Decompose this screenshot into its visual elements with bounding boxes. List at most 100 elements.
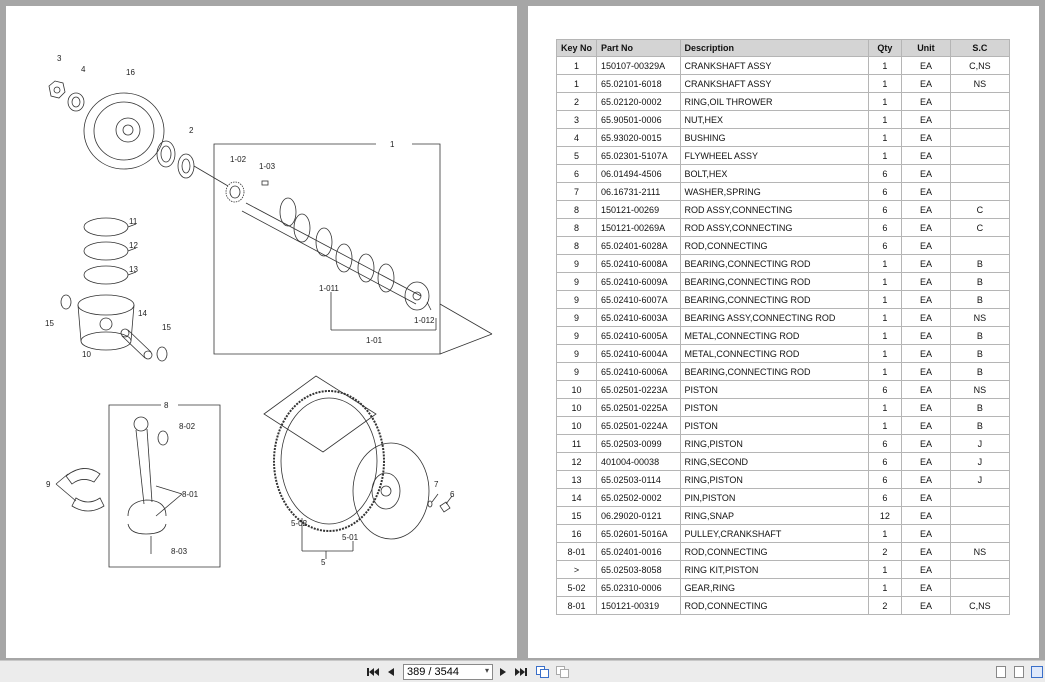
callout-1-03: 1-03 — [259, 162, 276, 171]
cell-qty: 1 — [867, 146, 903, 165]
cell-description: ROD ASSY,CONNECTING — [679, 218, 869, 237]
cell-unit: EA — [901, 74, 951, 93]
cell-sc — [949, 92, 1011, 111]
cell-qty: 1 — [867, 290, 903, 309]
cell-key-no: > — [555, 560, 598, 579]
cell-qty: 1 — [867, 56, 903, 75]
cell-description: CRANKSHAFT ASSY — [679, 56, 869, 75]
cell-sc: B — [949, 344, 1011, 363]
cell-sc: B — [949, 290, 1011, 309]
cell-key-no: 8 — [555, 236, 598, 255]
cell-key-no: 9 — [555, 254, 598, 273]
cell-part-no: 65.02501-0225A — [596, 398, 681, 417]
cell-sc — [949, 506, 1011, 525]
cell-key-no: 9 — [555, 272, 598, 291]
page-number-input[interactable]: 389 / 3544 ▾ — [403, 664, 493, 680]
cell-qty: 6 — [867, 182, 903, 201]
cell-key-no: 9 — [555, 362, 598, 381]
connecting-rod-part — [127, 416, 167, 535]
cell-key-no: 5 — [555, 146, 598, 165]
cell-description: RING KIT,PISTON — [679, 560, 869, 579]
cell-key-no: 10 — [555, 398, 598, 417]
cell-part-no: 65.02601-5016A — [596, 524, 681, 543]
callout-6: 6 — [450, 490, 455, 499]
cell-sc: C,NS — [949, 596, 1011, 615]
cell-description: RING,PISTON — [679, 434, 869, 453]
paste-page-icon[interactable] — [555, 665, 569, 679]
callout-4: 4 — [81, 65, 86, 74]
callout-16: 16 — [126, 68, 135, 77]
cell-key-no: 13 — [555, 470, 598, 489]
skip-first-icon[interactable] — [366, 665, 380, 679]
prev-page-icon[interactable] — [385, 665, 397, 679]
cell-sc — [949, 128, 1011, 147]
cell-qty: 1 — [867, 254, 903, 273]
cell-key-no: 14 — [555, 488, 598, 507]
cell-sc: B — [949, 362, 1011, 381]
continuous-view-icon[interactable] — [1014, 666, 1024, 678]
cell-qty: 1 — [867, 398, 903, 417]
cell-qty: 6 — [867, 470, 903, 489]
callout-1: 1 — [390, 140, 395, 149]
cell-unit: EA — [901, 452, 951, 471]
cell-part-no: 150121-00269 — [596, 200, 681, 219]
cell-sc — [949, 182, 1011, 201]
callout-1-011: 1-011 — [319, 284, 339, 293]
cell-key-no: 8-01 — [555, 542, 598, 561]
cell-qty: 6 — [867, 164, 903, 183]
cell-qty: 6 — [867, 218, 903, 237]
parts-table: Key No Part No Description Qty Unit S.C … — [555, 39, 1011, 615]
flywheel-frame — [263, 375, 377, 453]
cell-key-no: 4 — [555, 128, 598, 147]
cell-unit: EA — [901, 542, 951, 561]
cell-part-no: 65.02410-6008A — [596, 254, 681, 273]
cell-part-no: 65.02501-0223A — [596, 380, 681, 399]
piston-ring-13 — [83, 265, 129, 285]
cell-key-no: 9 — [555, 344, 598, 363]
cell-key-no: 8 — [555, 218, 598, 237]
cell-qty: 2 — [867, 542, 903, 561]
cell-sc: J — [949, 434, 1011, 453]
header-qty: Qty — [867, 39, 903, 57]
cell-description: BOLT,HEX — [679, 164, 869, 183]
cell-qty: 1 — [867, 362, 903, 381]
cell-sc: B — [949, 416, 1011, 435]
right-page-parts-list: Key No Part No Description Qty Unit S.C … — [528, 6, 1039, 658]
seal-ring-part — [156, 140, 176, 168]
flywheel-bolt-part — [439, 501, 451, 513]
cell-key-no: 2 — [555, 92, 598, 111]
cell-part-no: 06.01494-4506 — [596, 164, 681, 183]
cell-key-no: 9 — [555, 308, 598, 327]
cell-description: BEARING,CONNECTING ROD — [679, 290, 869, 309]
cell-key-no: 12 — [555, 452, 598, 471]
cell-unit: EA — [901, 560, 951, 579]
cell-unit: EA — [901, 398, 951, 417]
cell-unit: EA — [901, 344, 951, 363]
copy-page-icon[interactable] — [535, 665, 549, 679]
cell-unit: EA — [901, 110, 951, 129]
skip-last-icon[interactable] — [514, 665, 528, 679]
next-page-icon[interactable] — [497, 665, 509, 679]
cell-sc — [949, 524, 1011, 543]
cell-unit: EA — [901, 56, 951, 75]
cell-sc: J — [949, 452, 1011, 471]
cell-qty: 1 — [867, 578, 903, 597]
single-page-view-icon[interactable] — [996, 666, 1006, 678]
cell-unit: EA — [901, 128, 951, 147]
cell-qty: 1 — [867, 326, 903, 345]
bearing-upper — [65, 468, 101, 485]
callout-7: 7 — [434, 480, 439, 489]
cell-part-no: 65.02310-0006 — [596, 578, 681, 597]
cell-part-no: 65.02501-0224A — [596, 416, 681, 435]
cell-part-no: 65.02410-6003A — [596, 308, 681, 327]
cell-description: FLYWHEEL ASSY — [679, 146, 869, 165]
cell-description: GEAR,RING — [679, 578, 869, 597]
chevron-down-icon[interactable]: ▾ — [484, 666, 489, 675]
cell-unit: EA — [901, 362, 951, 381]
facing-pages-view-icon[interactable] — [1031, 666, 1043, 678]
